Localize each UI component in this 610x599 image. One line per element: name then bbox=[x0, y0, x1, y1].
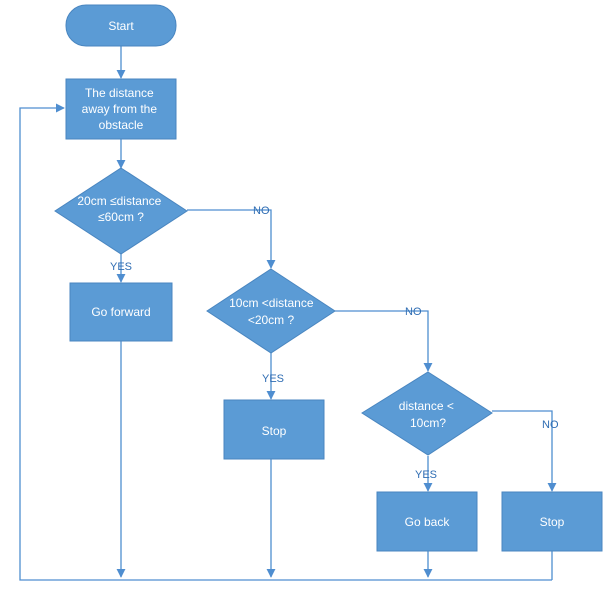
start-node: Start bbox=[65, 4, 177, 47]
label-d3-no: NO bbox=[542, 419, 559, 431]
label-d1-no: NO bbox=[253, 205, 270, 217]
decision2-label-line-1: 10cm <distance bbox=[229, 296, 314, 310]
measure-label-line-1: The distance bbox=[85, 86, 154, 100]
label-d2-no: NO bbox=[405, 306, 422, 318]
stop1-label: Stop bbox=[262, 424, 287, 438]
decision3-label-line-2: 10cm? bbox=[410, 416, 446, 430]
svg-text:The distance away from: The distance away from the obstacle bbox=[82, 86, 161, 132]
go-forward-node: Go forward bbox=[69, 282, 173, 342]
decision-node-2: 10cm <distance <20cm ? bbox=[206, 268, 336, 354]
measure-label-line-3: obstacle bbox=[99, 118, 144, 132]
measure-label-line-2: away from the bbox=[82, 102, 158, 116]
edges bbox=[19, 46, 557, 581]
svg-text:10cm <distance <20cm ?: 10cm <distance <20cm ? bbox=[229, 296, 317, 327]
edge-decision1-no bbox=[187, 209, 276, 269]
go-back-label: Go back bbox=[405, 515, 451, 529]
stop2-label: Stop bbox=[540, 515, 565, 529]
decision1-label-line-1: 20cm ≤distance bbox=[77, 194, 161, 208]
edge-decision2-no bbox=[335, 310, 433, 372]
decision2-label-line-2: <20cm ? bbox=[248, 313, 295, 327]
decision-node-1: 20cm ≤distance ≤60cm ? bbox=[54, 167, 188, 255]
decision-node-3: distance < 10cm? bbox=[361, 371, 493, 456]
svg-text:distance < 10cm?: distance < 10cm? bbox=[399, 399, 457, 430]
label-d2-yes: YES bbox=[262, 373, 284, 385]
start-label: Start bbox=[108, 19, 134, 33]
svg-text:20cm ≤distance ≤60cm ?: 20cm ≤distance ≤60cm ? bbox=[77, 194, 164, 224]
go-back-node: Go back bbox=[376, 491, 478, 552]
stop-node-1: Stop bbox=[223, 399, 325, 460]
edge-labels: YES NO YES NO YES NO bbox=[110, 205, 559, 481]
edge-loop-back bbox=[19, 103, 552, 581]
label-d1-yes: YES bbox=[110, 261, 132, 273]
edge-decision3-no bbox=[492, 410, 557, 492]
decision3-label-line-1: distance < bbox=[399, 399, 454, 413]
decision1-label-line-2: ≤60cm ? bbox=[98, 210, 144, 224]
label-d3-yes: YES bbox=[415, 469, 437, 481]
go-forward-label: Go forward bbox=[91, 305, 150, 319]
stop-node-2: Stop bbox=[501, 491, 603, 552]
measure-distance-node: The distance away from the obstacle bbox=[65, 78, 177, 140]
